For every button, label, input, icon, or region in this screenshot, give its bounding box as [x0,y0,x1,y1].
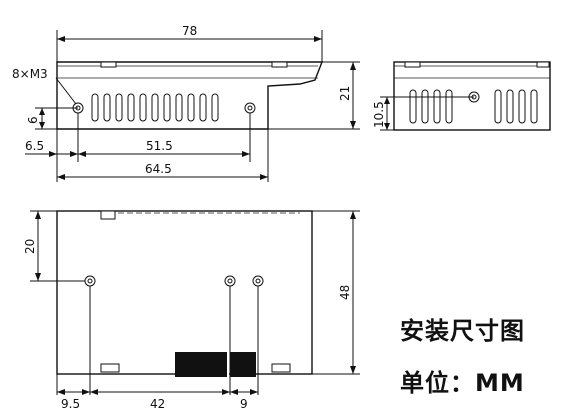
vent-slot [175,93,183,122]
vent-slots [91,93,219,122]
bottom-clip [271,363,291,373]
vent-slot [103,93,111,122]
top-view: 78 8×M3 21 6 [12,24,360,182]
hole-from-top-label: 20 [23,239,37,254]
vent-slot [445,89,453,124]
left-offset-label: 6.5 [25,139,44,153]
vent-slot [211,93,219,122]
top-clip [100,61,117,68]
vent-slot [199,93,207,122]
side-clip [536,61,550,68]
bottom-view: 20 48 9.5 42 9 [23,210,360,411]
mount-hole [252,275,264,287]
side-view: 10.5 [372,61,551,131]
bottom-view-body [56,210,313,375]
terminal-block [175,352,227,377]
vent-slot [187,93,195,122]
vent-slot [494,89,502,124]
hole-vertical-label: 6 [26,116,40,124]
hole-spec-label: 8×M3 [12,67,48,81]
top-view-body [56,61,324,130]
vent-slot [433,89,441,124]
vent-slot [151,93,159,122]
vent-slot [127,93,135,122]
side-hole-height-label: 10.5 [372,101,386,128]
bottom-left-offset-label: 9.5 [61,397,80,411]
vent-slot [409,89,417,124]
base-length-label: 64.5 [145,162,172,176]
vent-slots [409,89,453,124]
terminal-block [230,352,256,377]
bottom-clip [100,363,120,373]
depth-label: 48 [338,285,352,300]
vent-slot [115,93,123,122]
mount-hole [84,275,96,287]
pair-spacing-label: 9 [240,397,248,411]
drawing-title: 安装尺寸图 [400,317,525,345]
top-clip [271,61,288,68]
unit-label: 单位：MM [400,369,525,397]
vent-slot [91,93,99,122]
vent-slot [139,93,147,122]
side-view-body [393,61,551,131]
side-clip [404,61,421,68]
width-label: 78 [182,24,197,38]
bottom-hole-spacing-label: 42 [150,397,165,411]
vent-slot [163,93,171,122]
vent-slot [518,89,526,124]
hole-spacing-label: 51.5 [146,139,173,153]
vent-slots [494,89,538,124]
vent-slot [421,89,429,124]
height-label: 21 [338,86,352,101]
mount-hole [244,102,256,114]
bottom-clip [100,210,116,220]
vent-slot [506,89,514,124]
mount-hole [224,275,236,287]
vent-slot [530,89,538,124]
